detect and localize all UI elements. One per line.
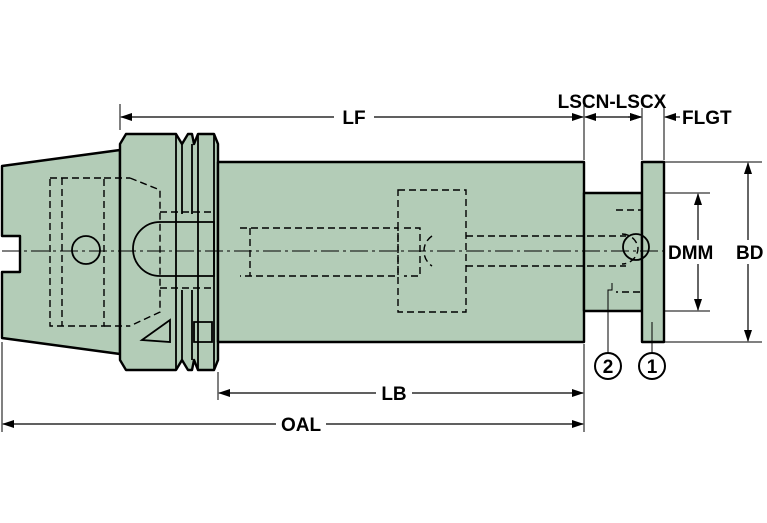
oal-label: OAL (281, 415, 322, 436)
shank-pin-hole (71, 235, 101, 265)
callout-2-leader (607, 283, 613, 353)
bd-label: BD (736, 243, 763, 264)
flange-details (132, 134, 215, 370)
tip-pin-hole (622, 233, 650, 261)
neck (582, 191, 644, 313)
dmm-label: DMM (668, 243, 713, 264)
callout-1-number: 1 (647, 357, 658, 378)
callout-1-bubble (638, 352, 666, 380)
lf-label: LF (342, 108, 365, 129)
flgt-label: FLGT (682, 108, 732, 129)
callout-2-bubble (594, 352, 622, 380)
lscn-lscx-label: LSCN-LSCX (558, 92, 667, 113)
holder-body (0, 132, 666, 372)
taper-shank (0, 148, 122, 356)
body-extension (216, 160, 586, 344)
main-flange (118, 132, 220, 372)
callout-2-number: 2 (603, 357, 614, 378)
end-flange (640, 160, 666, 344)
lb-label: LB (381, 384, 406, 405)
